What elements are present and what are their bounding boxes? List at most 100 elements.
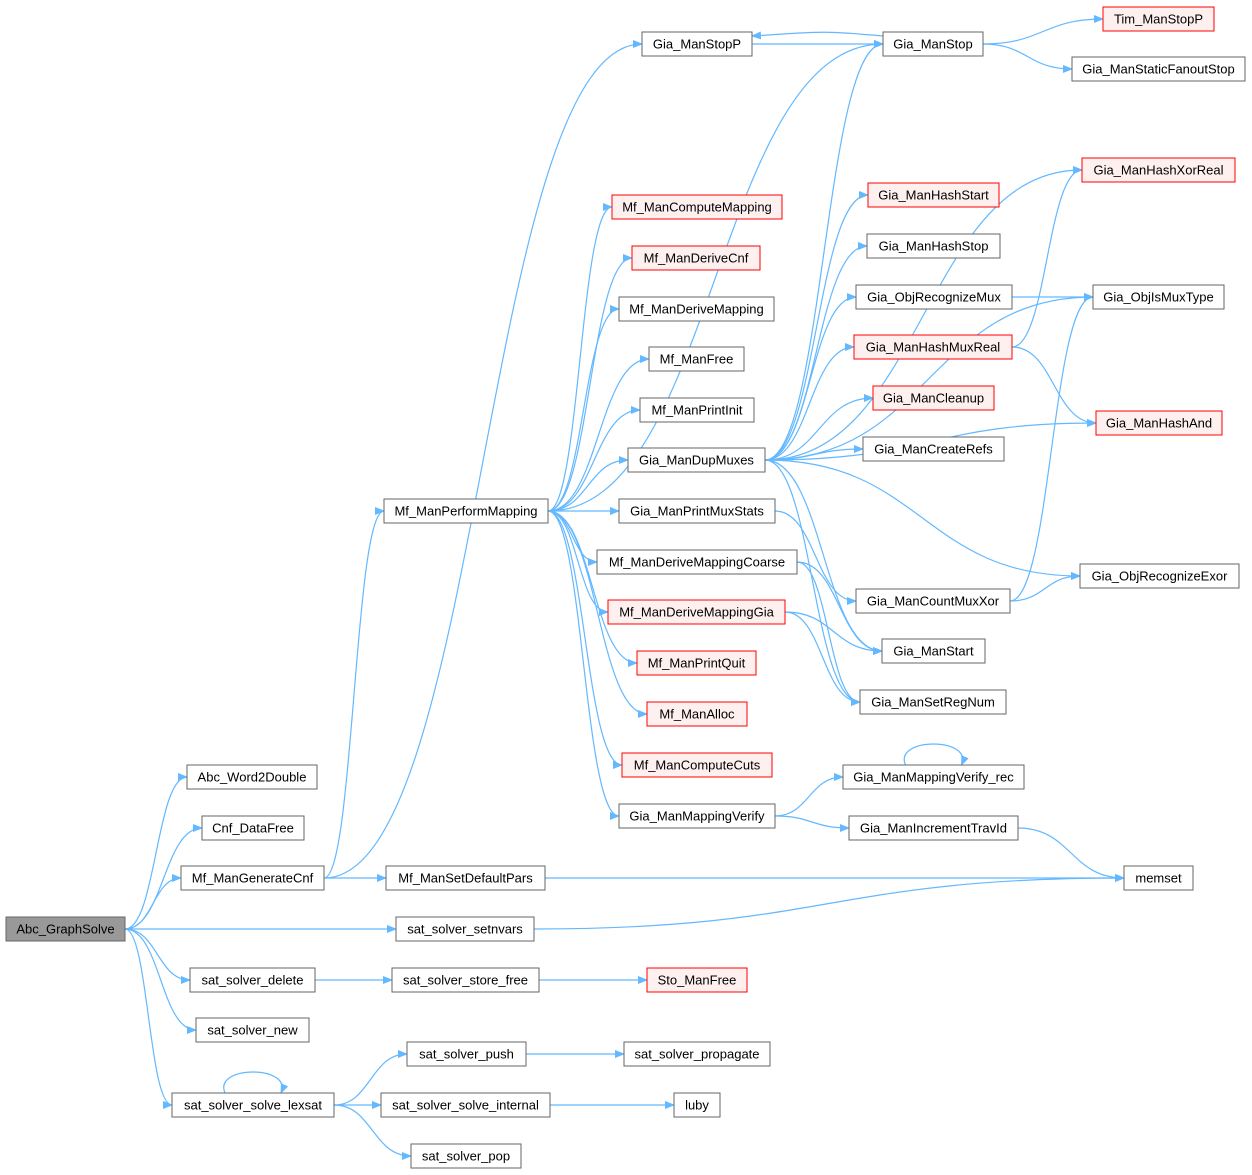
node-gia_manstopp[interactable]: Gia_ManStopP (641, 31, 753, 57)
node-box[interactable] (406, 1041, 527, 1067)
node-mf_manperformmapping[interactable]: Mf_ManPerformMapping (383, 498, 549, 524)
node-box[interactable] (201, 815, 305, 841)
node-abc_word2double[interactable]: Abc_Word2Double (186, 764, 318, 790)
node-mf_manderivemappinggia[interactable]: Mf_ManDeriveMappingGia (607, 599, 786, 625)
node-box[interactable] (5, 916, 126, 942)
node-abc_graphsolve[interactable]: Abc_GraphSolve (5, 916, 126, 942)
node-mf_mansetdefaultpars[interactable]: Mf_ManSetDefaultPars (385, 865, 546, 891)
node-mf_mancomputemapping[interactable]: Mf_ManComputeMapping (611, 194, 783, 220)
node-box[interactable] (648, 346, 745, 372)
node-box[interactable] (641, 31, 753, 57)
node-box[interactable] (618, 803, 776, 829)
node-sat_solver_store_free[interactable]: sat_solver_store_free (391, 967, 540, 993)
node-box[interactable] (842, 764, 1025, 790)
node-box[interactable] (646, 967, 748, 993)
node-sat_solver_push[interactable]: sat_solver_push (406, 1041, 527, 1067)
node-box[interactable] (596, 549, 798, 575)
node-sat_solver_solve_lexsat[interactable]: sat_solver_solve_lexsat (171, 1092, 335, 1118)
node-box[interactable] (1071, 56, 1246, 82)
node-box[interactable] (391, 967, 540, 993)
node-gia_objrecognizeexor[interactable]: Gia_ObjRecognizeExor (1079, 563, 1240, 589)
node-gia_mandupmuxes[interactable]: Gia_ManDupMuxes (627, 447, 766, 473)
node-gia_mancreaterefs[interactable]: Gia_ManCreateRefs (862, 436, 1005, 462)
node-gia_mancleanup[interactable]: Gia_ManCleanup (872, 385, 995, 411)
node-mf_manderivecnf[interactable]: Mf_ManDeriveCnf (631, 245, 761, 271)
node-mf_mancomputecuts[interactable]: Mf_ManComputeCuts (621, 752, 773, 778)
node-gia_manhashstart[interactable]: Gia_ManHashStart (867, 182, 1000, 208)
node-box[interactable] (631, 245, 761, 271)
node-sat_solver_setnvars[interactable]: sat_solver_setnvars (395, 916, 535, 942)
node-box[interactable] (639, 397, 755, 423)
node-mf_manprintinit[interactable]: Mf_ManPrintInit (639, 397, 755, 423)
node-gia_manstart[interactable]: Gia_ManStart (881, 638, 986, 664)
node-box[interactable] (618, 296, 775, 322)
node-box[interactable] (1092, 284, 1225, 310)
node-box[interactable] (872, 385, 995, 411)
node-box[interactable] (1123, 865, 1194, 891)
node-box[interactable] (395, 916, 535, 942)
node-memset[interactable]: memset (1123, 865, 1194, 891)
node-tim_manstopp[interactable]: Tim_ManStopP (1102, 6, 1215, 32)
node-box[interactable] (881, 638, 986, 664)
node-box[interactable] (866, 233, 1001, 259)
node-box[interactable] (636, 650, 757, 676)
node-box[interactable] (646, 701, 748, 727)
node-sat_solver_delete[interactable]: sat_solver_delete (189, 967, 316, 993)
node-box[interactable] (621, 752, 773, 778)
node-box[interactable] (383, 498, 549, 524)
node-gia_objismuxtype[interactable]: Gia_ObjIsMuxType (1092, 284, 1225, 310)
node-sat_solver_new[interactable]: sat_solver_new (195, 1017, 310, 1043)
node-sat_solver_propagate[interactable]: sat_solver_propagate (623, 1041, 771, 1067)
node-gia_mancountmuxxor[interactable]: Gia_ManCountMuxXor (855, 588, 1011, 614)
node-mf_manfree[interactable]: Mf_ManFree (648, 346, 745, 372)
node-box[interactable] (848, 815, 1019, 841)
node-luby[interactable]: luby (673, 1092, 721, 1118)
node-box[interactable] (607, 599, 786, 625)
node-box[interactable] (180, 865, 325, 891)
node-box[interactable] (853, 334, 1013, 360)
node-gia_manhashxorreal[interactable]: Gia_ManHashXorReal (1081, 157, 1236, 183)
node-gia_mansetregnum[interactable]: Gia_ManSetRegNum (859, 689, 1007, 715)
node-mf_mangeneratecnf[interactable]: Mf_ManGenerateCnf (180, 865, 325, 891)
node-mf_manderivemappingcoarse[interactable]: Mf_ManDeriveMappingCoarse (596, 549, 798, 575)
node-sat_solver_solve_internal[interactable]: sat_solver_solve_internal (380, 1092, 551, 1118)
node-gia_manstop[interactable]: Gia_ManStop (882, 31, 984, 57)
node-box[interactable] (867, 182, 1000, 208)
node-gia_manincrementtravid[interactable]: Gia_ManIncrementTravId (848, 815, 1019, 841)
node-box[interactable] (186, 764, 318, 790)
node-sat_solver_pop[interactable]: sat_solver_pop (410, 1143, 522, 1169)
node-box[interactable] (862, 436, 1005, 462)
node-box[interactable] (611, 194, 783, 220)
node-box[interactable] (380, 1092, 551, 1118)
node-box[interactable] (859, 689, 1007, 715)
node-box[interactable] (1102, 6, 1215, 32)
node-box[interactable] (385, 865, 546, 891)
node-box[interactable] (1095, 410, 1223, 436)
node-gia_manstaticfanoutstop[interactable]: Gia_ManStaticFanoutStop (1071, 56, 1246, 82)
node-box[interactable] (171, 1092, 335, 1118)
node-gia_manmappingverify[interactable]: Gia_ManMappingVerify (618, 803, 776, 829)
node-gia_manhashstop[interactable]: Gia_ManHashStop (866, 233, 1001, 259)
node-gia_manprintmuxstats[interactable]: Gia_ManPrintMuxStats (618, 498, 776, 524)
node-mf_manprintquit[interactable]: Mf_ManPrintQuit (636, 650, 757, 676)
node-mf_manalloc[interactable]: Mf_ManAlloc (646, 701, 748, 727)
node-box[interactable] (882, 31, 984, 57)
node-box[interactable] (623, 1041, 771, 1067)
node-box[interactable] (1079, 563, 1240, 589)
node-box[interactable] (855, 284, 1013, 310)
node-box[interactable] (627, 447, 766, 473)
node-gia_manhashmuxreal[interactable]: Gia_ManHashMuxReal (853, 334, 1013, 360)
node-box[interactable] (195, 1017, 310, 1043)
node-gia_manhashand[interactable]: Gia_ManHashAnd (1095, 410, 1223, 436)
node-mf_manderivemapping[interactable]: Mf_ManDeriveMapping (618, 296, 775, 322)
node-box[interactable] (673, 1092, 721, 1118)
node-box[interactable] (855, 588, 1011, 614)
node-gia_objrecognizemux[interactable]: Gia_ObjRecognizeMux (855, 284, 1013, 310)
node-cnf_datafree[interactable]: Cnf_DataFree (201, 815, 305, 841)
node-box[interactable] (189, 967, 316, 993)
node-gia_manmappingverify_rec[interactable]: Gia_ManMappingVerify_rec (842, 764, 1025, 790)
node-box[interactable] (1081, 157, 1236, 183)
node-box[interactable] (410, 1143, 522, 1169)
node-sto_manfree[interactable]: Sto_ManFree (646, 967, 748, 993)
node-box[interactable] (618, 498, 776, 524)
